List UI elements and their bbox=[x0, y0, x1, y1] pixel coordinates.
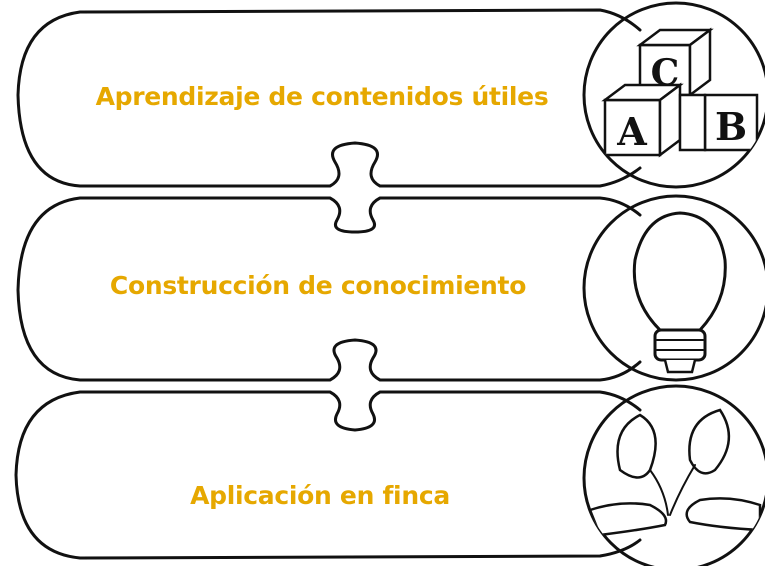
step-label-1: Aprendizaje de contenidos útiles bbox=[95, 82, 549, 111]
puzzle-piece-2 bbox=[16, 196, 642, 382]
abc-blocks-icon: C A B bbox=[582, 1, 765, 189]
step-label-3: Aplicación en finca bbox=[190, 481, 450, 510]
block-letter-b: B bbox=[715, 104, 747, 149]
puzzle-piece-3 bbox=[14, 390, 642, 560]
light-bulb-icon bbox=[582, 194, 765, 382]
block-letter-c: C bbox=[651, 52, 680, 94]
hands-planting-seedling-icon bbox=[582, 384, 765, 566]
step-label-2: Construcción de conocimiento bbox=[109, 271, 527, 300]
block-letter-a: A bbox=[616, 109, 647, 154]
puzzle-piece-1 bbox=[16, 8, 642, 188]
